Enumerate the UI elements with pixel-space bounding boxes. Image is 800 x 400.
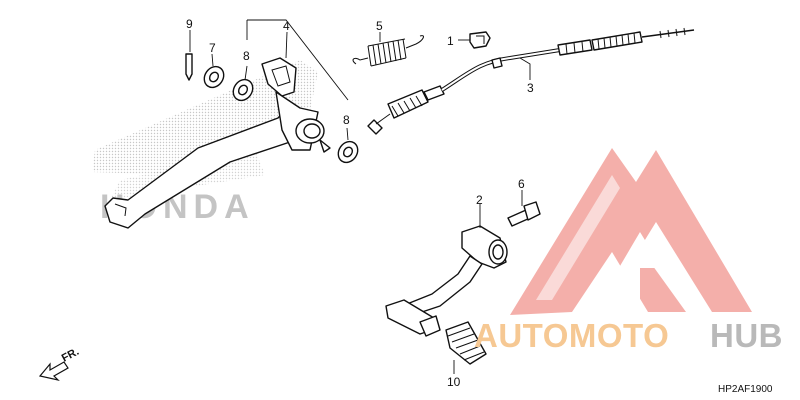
part-8-dust-seal-lower: [337, 140, 359, 164]
callout-numbers: 9 7 8 4 8 5 1 3 2 6 10: [186, 17, 534, 389]
part-2-change-pedal: [385, 225, 508, 337]
front-arrow-icon: [38, 361, 69, 382]
callout-1: 1: [447, 34, 454, 48]
watermark-automoto: AUTOMOTO: [474, 317, 669, 354]
part-8-dust-seal-upper: [232, 78, 254, 102]
part-5-return-spring: [352, 35, 424, 67]
callout-10: 10: [447, 375, 461, 389]
callout-4: 4: [283, 19, 290, 33]
part-7-washer: [203, 65, 225, 89]
callout-5: 5: [376, 19, 383, 33]
leader-lines: [189, 19, 531, 374]
callout-8-upper: 8: [243, 49, 250, 63]
callout-7: 7: [209, 41, 216, 55]
front-direction-indicator: FR.: [38, 346, 81, 382]
callout-2: 2: [476, 193, 483, 207]
callout-3: 3: [527, 81, 534, 95]
callout-9: 9: [186, 17, 193, 31]
watermark-hub: HUB: [710, 317, 783, 354]
part-9-cotter-pin: [185, 53, 193, 81]
front-label: FR.: [60, 346, 81, 365]
automotohub-logo-watermark: [510, 148, 752, 315]
callout-8-lower: 8: [343, 113, 350, 127]
part-3-brake-cable: [367, 27, 695, 135]
diagram-code: HP2AF1900: [718, 384, 773, 395]
part-4-brake-pedal: [104, 57, 331, 229]
part-10-change-pedal-rubber: [445, 321, 487, 365]
automotohub-text-watermark: AUTOMOTO HUB: [474, 317, 783, 354]
callout-6: 6: [518, 177, 525, 191]
part-1-cable-clip: [469, 31, 491, 49]
part-6-bolt: [507, 201, 541, 227]
